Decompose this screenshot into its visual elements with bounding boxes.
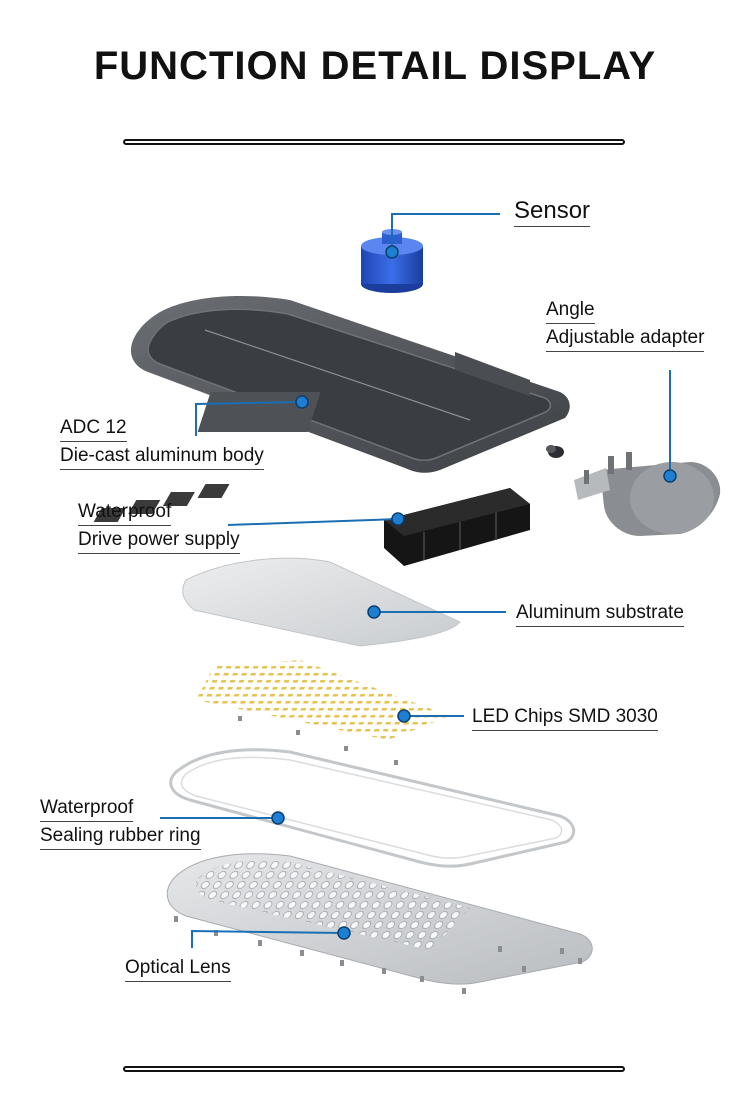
callout-rubber-ring-line-1: Waterproof: [40, 794, 134, 822]
leader-lines: [160, 213, 671, 948]
led-chips-part: [196, 660, 450, 765]
callout-optical-lens-line-1: Optical Lens: [125, 954, 231, 982]
callout-led-chips: LED Chips SMD 3030: [472, 703, 658, 731]
callout-angle-adapter-line-1: Angle: [546, 296, 595, 324]
callout-driver-line-1: Waterproof: [78, 498, 172, 526]
page-title: FUNCTION DETAIL DISPLAY: [93, 44, 657, 88]
callout-angle-adapter-line-2: Adjustable adapter: [546, 324, 705, 352]
adapter-part: [574, 452, 721, 536]
callout-driver: Waterproof Drive power supply: [78, 498, 240, 554]
callout-driver-line-2: Drive power supply: [78, 526, 240, 554]
housing-part: [130, 296, 570, 473]
callout-sensor-line-1: Sensor: [514, 196, 591, 227]
callout-rubber-ring-line-2: Sealing rubber ring: [40, 822, 201, 850]
callout-angle-adapter: Angle Adjustable adapter: [546, 296, 705, 352]
callout-body-line-1: ADC 12: [60, 414, 127, 442]
callout-optical-lens: Optical Lens: [125, 954, 231, 982]
callout-body-line-2: Die-cast aluminum body: [60, 442, 264, 470]
connector-part: [546, 445, 564, 458]
top-divider: [123, 139, 625, 145]
callout-substrate: Aluminum substrate: [516, 599, 684, 627]
substrate-part: [182, 557, 461, 647]
callout-rubber-ring: Waterproof Sealing rubber ring: [40, 794, 201, 850]
optical-lens-part: [166, 853, 593, 994]
bottom-divider: [123, 1066, 625, 1072]
callout-sensor: Sensor: [514, 196, 591, 227]
callout-substrate-line-1: Aluminum substrate: [516, 599, 684, 627]
rubber-ring-part: [169, 748, 576, 868]
driver-part: [93, 484, 530, 566]
callout-led-chips-line-1: LED Chips SMD 3030: [472, 703, 658, 731]
callout-body: ADC 12 Die-cast aluminum body: [60, 414, 264, 470]
leader-dots: [271, 245, 677, 940]
